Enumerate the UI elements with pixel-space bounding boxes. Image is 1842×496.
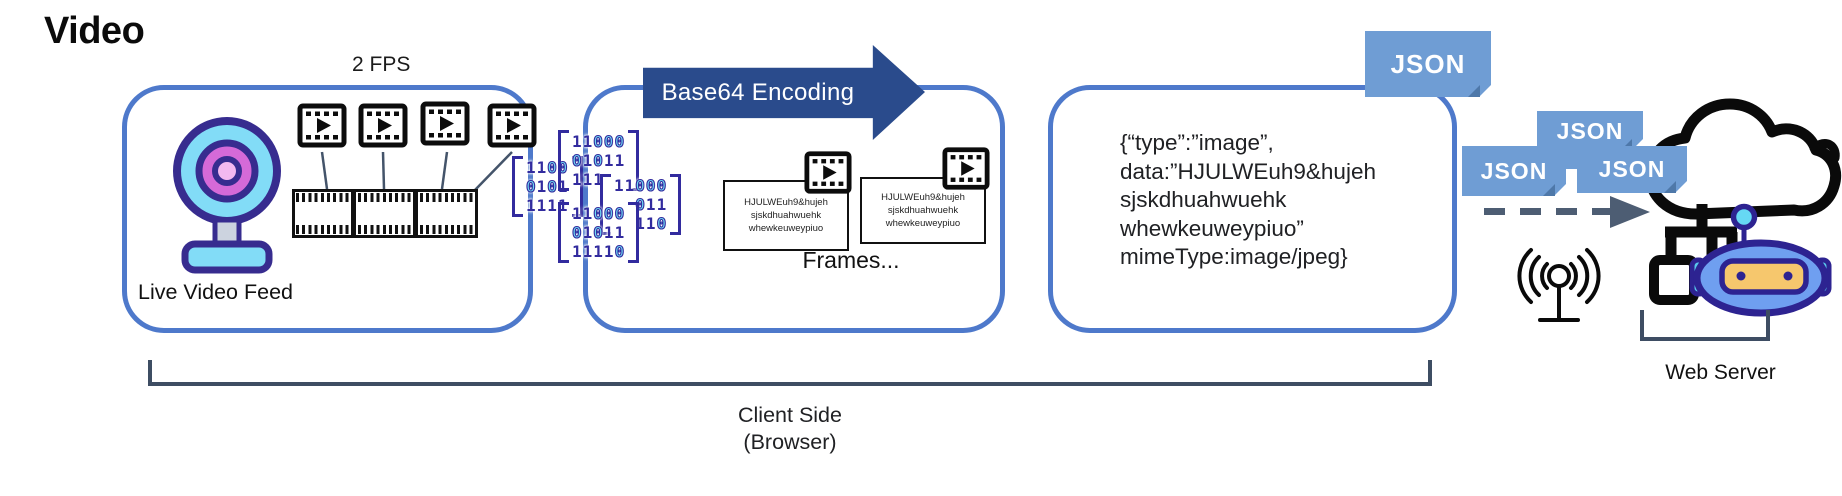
json-tag: JSON (1365, 31, 1491, 97)
web-server-label: Web Server (1665, 361, 1776, 384)
video-frame-icon (420, 101, 470, 146)
base64-encoding-label: Base64 Encoding (661, 78, 855, 106)
video-frame-icon (804, 150, 852, 195)
json-tag: JSON (1462, 146, 1566, 196)
film-strip-icon (292, 189, 478, 238)
transfer-arrowhead (1610, 196, 1650, 228)
network-node (1649, 255, 1699, 305)
json-tag-tab (1562, 148, 1578, 169)
page-title: Video (44, 10, 145, 52)
frames-caption: Frames... (802, 247, 900, 273)
json-tag: JSON (1537, 111, 1643, 151)
fps-label: 2 FPS (352, 53, 411, 76)
encoded-frame-text: HJULWEuh9&hujeh sjskdhuahwuehk whewkeuwe… (744, 197, 828, 234)
web-server-bracket (1640, 310, 1770, 341)
bracket-left (558, 130, 569, 191)
client-side-bracket (148, 360, 1432, 386)
cloud-server-icon (1644, 98, 1842, 317)
frame-connector-lines (320, 151, 513, 191)
bracket-right (571, 156, 583, 217)
video-frame-icon (297, 103, 347, 148)
transfer-dashed-line (1484, 208, 1612, 215)
film-strip-divider (351, 192, 356, 235)
client-side-label: Client Side (Browser) (738, 403, 842, 454)
json-payload-text: {“type”:”image”, data:”HJULWEuh9&hujeh s… (1120, 130, 1376, 269)
film-strip-sprockets (296, 225, 474, 234)
bracket-right (670, 174, 682, 235)
encoded-frame-card: HJULWEuh9&hujeh sjskdhuahwuehk whewkeuwe… (723, 180, 849, 251)
json-tag: JSON (1577, 146, 1687, 193)
bracket-left (512, 156, 523, 217)
video-frame-icon (487, 103, 537, 148)
film-strip-sprockets (296, 193, 474, 202)
antenna-icon (1517, 248, 1601, 322)
robot-icon (1689, 203, 1832, 317)
bracket-left (558, 202, 569, 263)
json-payload-box (1048, 85, 1457, 333)
film-strip-divider (413, 192, 418, 235)
video-frame-icon (358, 103, 408, 148)
bracket-right (628, 130, 640, 191)
bracket-left (600, 174, 611, 235)
webcam-icon (173, 117, 281, 274)
bracket-right (628, 202, 640, 263)
video-frame-icon (942, 146, 990, 191)
live-video-feed-label: Live Video Feed (138, 280, 293, 304)
encoded-frame-text: HJULWEuh9&hujeh sjskdhuahwuehk whewkeuwe… (881, 192, 965, 229)
